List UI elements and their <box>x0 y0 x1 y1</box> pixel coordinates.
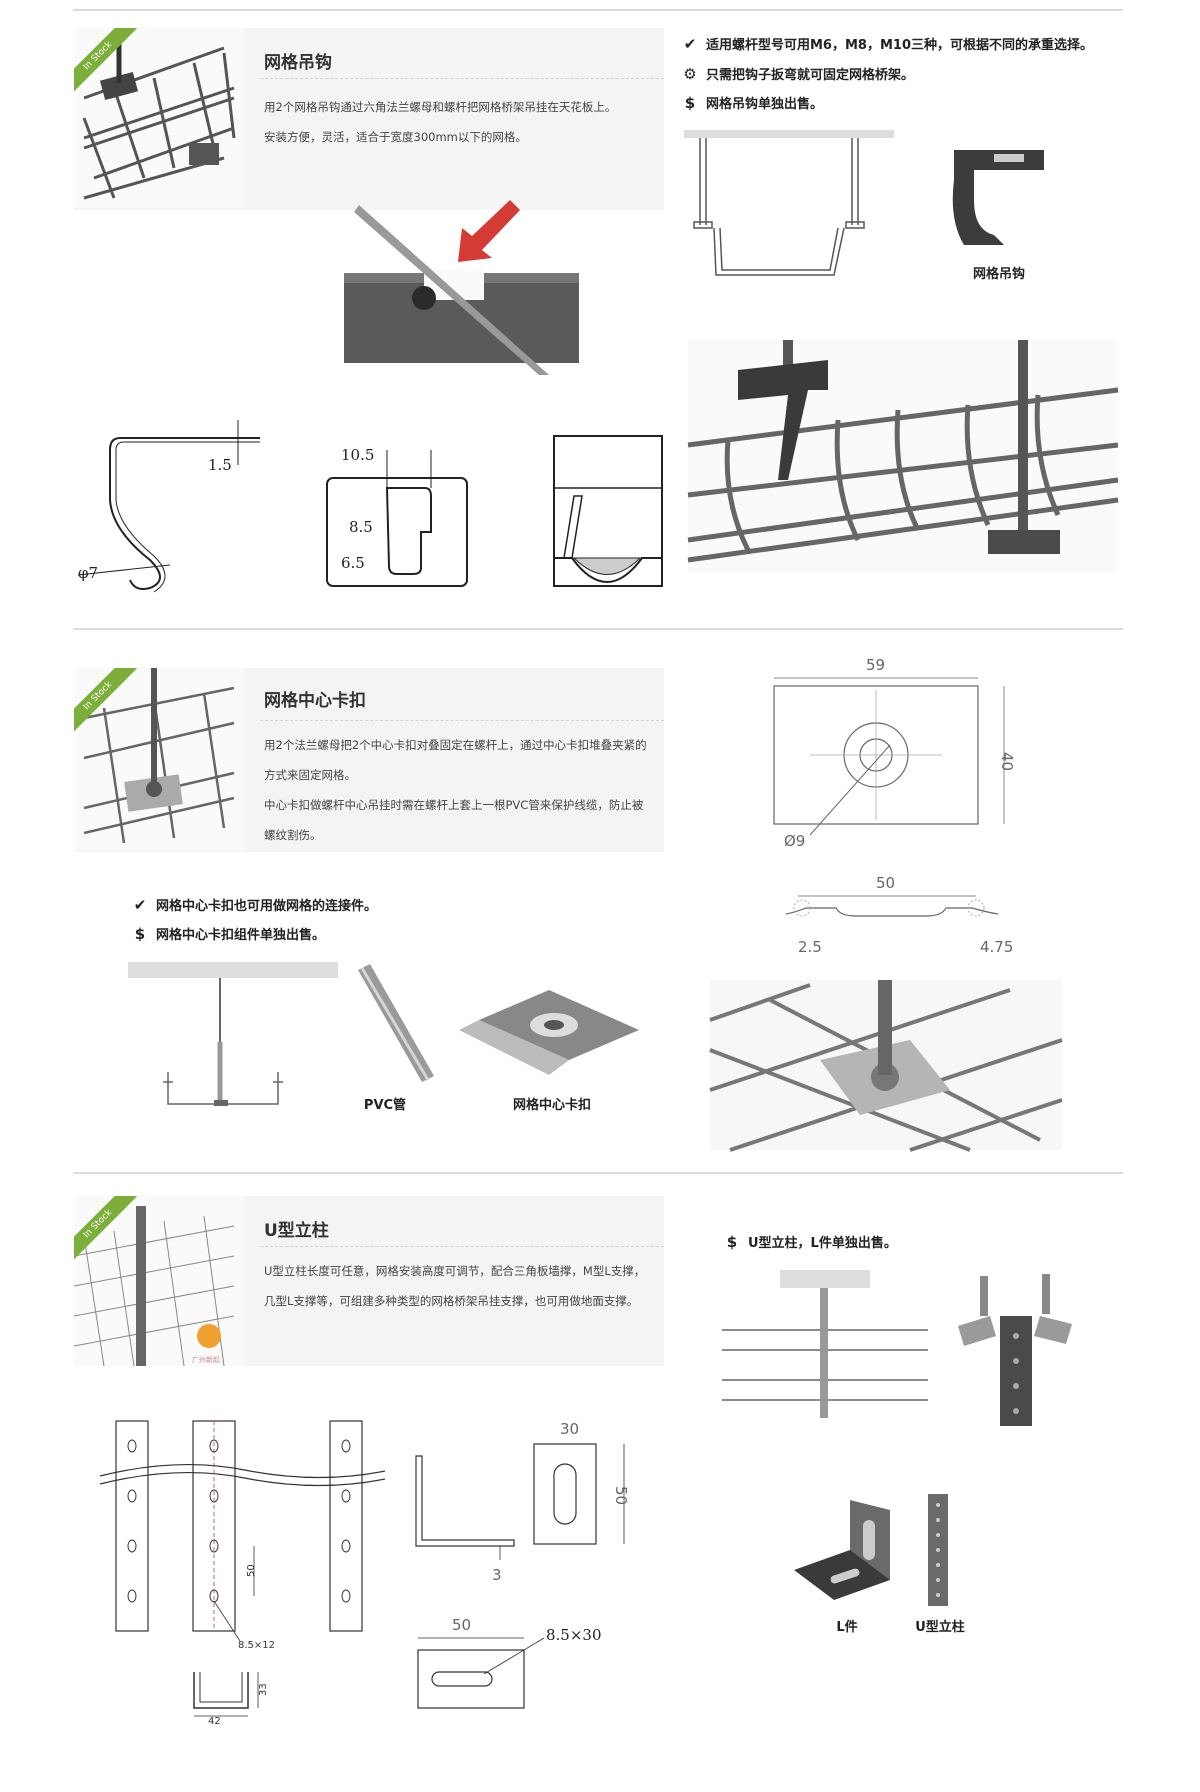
u-profile-drawing: 33 42 <box>193 1672 269 1727</box>
grid-hook-thumbnail: In Stock <box>74 28 244 208</box>
feature-item: ✔适用螺杆型号可用M6，M8，M10三种，可根据不同的承重选择。 <box>680 34 1093 53</box>
dollar-icon: $ <box>684 94 696 112</box>
center-clip-plate-drawing: 59 40 Ø9 <box>773 656 1016 850</box>
grid-hook-product-image <box>952 150 1044 245</box>
hook-bending-detail-image <box>344 200 579 375</box>
l-plate-top-drawing: 50 8.5×30 <box>417 1616 602 1709</box>
dim-width: 59 <box>866 656 885 674</box>
section-title: 网格中心卡扣 <box>264 691 366 711</box>
dim-thickness: 1.5 <box>208 456 232 474</box>
hook-clip-drawing <box>553 435 663 587</box>
section-description: U型立柱长度可任意，网格安装高度可调节，配合三角板墙撑，M型L支撑，几型L支撑等… <box>264 1256 650 1316</box>
dim-l-width: 50 <box>452 1616 471 1634</box>
dim-plate-width: 30 <box>560 1420 579 1438</box>
hook-installation-drawing <box>684 130 894 276</box>
u-column-product-image <box>928 1494 948 1606</box>
u-column-thumbnail: 广州新起 In Stock <box>74 1196 244 1366</box>
title-divider <box>260 720 664 722</box>
slot-profile-drawing: 10.5 8.5 6.5 <box>326 446 468 587</box>
feature-item: $U型立柱，L件单独出售。 <box>722 1232 897 1251</box>
gear-icon: ⚙ <box>683 65 697 83</box>
u-column-thumbnail-image: 广州新起 <box>74 1206 235 1366</box>
dim-l-slot: 8.5×30 <box>546 1626 602 1644</box>
check-icon: ✔ <box>683 35 697 53</box>
dim-slot-b: 8.5 <box>349 518 373 536</box>
description-line: 用2个网格吊钩通过六角法兰螺母和螺杆把网格桥架吊挂在天花板上。 <box>264 100 617 114</box>
feature-item: ⚙只需把钩子扳弯就可固定网格桥架。 <box>680 64 914 83</box>
dim-height: 40 <box>998 752 1016 771</box>
top-divider <box>73 9 1123 11</box>
description-line: 中心卡扣做螺杆中心吊挂时需在螺杆上套上一根PVC管来保护线缆，防止被螺纹割伤。 <box>264 798 644 842</box>
dollar-icon: $ <box>726 1233 738 1251</box>
product-caption: 网格中心卡扣 <box>512 1098 591 1113</box>
section-description: 用2个法兰螺母把2个中心卡扣对叠固定在螺杆上，通过中心卡扣堆叠夹紧的方式来固定网… <box>264 730 650 850</box>
product-caption: PVC管 <box>363 1098 407 1113</box>
u-column-parts-image <box>958 1274 1072 1426</box>
dim-u-height: 33 <box>258 1683 269 1696</box>
dim-length: 50 <box>876 874 895 892</box>
plate-30x50-drawing: 30 50 <box>533 1420 630 1545</box>
feature-item: $网格吊钩单独出售。 <box>680 93 823 112</box>
section-description: 用2个网格吊钩通过六角法兰螺母和螺杆把网格桥架吊挂在天花板上。 安装方便，灵活，… <box>264 92 650 152</box>
dim-l-thickness: 3 <box>492 1566 502 1584</box>
title-divider <box>260 1246 664 1248</box>
pvc-pipe-image <box>358 964 434 1082</box>
u-column-installation-drawing <box>722 1270 928 1418</box>
description-line: U型立柱长度可任意，网格安装高度可调节，配合三角板墙撑，M型L支撑，几型L支撑等… <box>264 1264 646 1308</box>
center-clip-product-image <box>459 990 639 1075</box>
feature-item: $网格中心卡扣组件单独出售。 <box>130 924 325 943</box>
watermark-text: 广州新起 <box>192 1355 220 1364</box>
u-column-front-drawing: 50 8.5×12 <box>99 1420 386 1651</box>
dim-slot: 8.5×12 <box>238 1640 275 1651</box>
hook-installed-render <box>687 340 1119 572</box>
dollar-icon: $ <box>134 925 146 943</box>
feature-item: ✔网格中心卡扣也可用做网格的连接件。 <box>130 895 377 914</box>
dim-slot-a: 10.5 <box>341 446 374 464</box>
description-line: 用2个法兰螺母把2个中心卡扣对叠固定在螺杆上，通过中心卡扣堆叠夹紧的方式来固定网… <box>264 738 647 782</box>
center-clip-side-drawing: 50 2.5 4.75 <box>785 874 1013 956</box>
section-title: 网格吊钩 <box>264 53 332 73</box>
center-clip-installed-render <box>709 980 1063 1152</box>
l-part-product-image <box>794 1500 890 1600</box>
dim-plate-height: 50 <box>612 1486 630 1505</box>
product-caption: 网格吊钩 <box>972 267 1025 282</box>
card-center-clip: In Stock 网格中心卡扣 用2个法兰螺母把2个中心卡扣对叠固定在螺杆上，通… <box>74 668 664 852</box>
dim-right-height: 4.75 <box>980 938 1013 956</box>
description-line: 安装方便，灵活，适合于宽度300mm以下的网格。 <box>264 130 527 144</box>
center-clip-thumbnail-image <box>83 668 235 844</box>
dim-diameter: φ7 <box>78 564 98 582</box>
card-u-column: 广州新起 In Stock U型立柱 U型立柱长度可任意，网格安装高度可调节，配… <box>74 1196 664 1366</box>
section-divider <box>73 1172 1123 1174</box>
center-clip-installation-drawing <box>128 962 338 1106</box>
dim-hole: Ø9 <box>784 832 805 850</box>
section-title: U型立柱 <box>264 1221 329 1241</box>
dim-pitch: 50 <box>246 1564 257 1577</box>
dim-left-height: 2.5 <box>798 938 822 956</box>
product-caption: L件 <box>836 1620 858 1635</box>
hook-profile-drawing: 1.5 φ7 <box>77 420 260 593</box>
dim-slot-c: 6.5 <box>341 554 365 572</box>
l-part-section-drawing: 3 <box>415 1455 515 1584</box>
center-clip-thumbnail: In Stock <box>74 668 244 850</box>
card-grid-hook: In Stock 网格吊钩 用2个网格吊钩通过六角法兰螺母和螺杆把网格桥架吊挂在… <box>74 28 664 210</box>
product-caption: U型立柱 <box>915 1620 965 1635</box>
check-icon: ✔ <box>133 896 147 914</box>
title-divider <box>260 78 664 80</box>
section-divider <box>73 628 1123 630</box>
dim-u-width: 42 <box>208 1716 221 1727</box>
